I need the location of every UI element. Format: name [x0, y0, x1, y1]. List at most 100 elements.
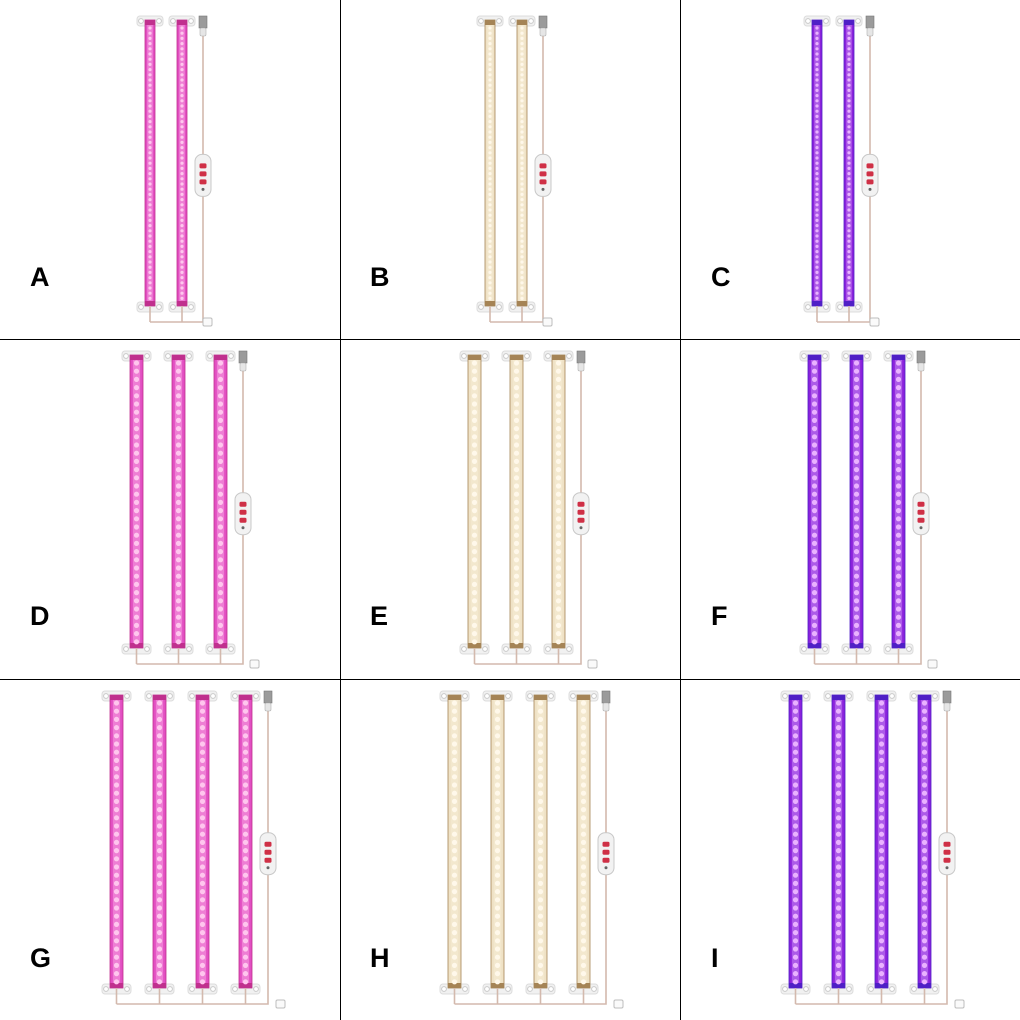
led-chip [494, 938, 501, 944]
led-chip [494, 774, 501, 780]
junction-connector [275, 999, 286, 1009]
led-chip [471, 631, 478, 637]
led-chip [148, 161, 152, 165]
led-chip [853, 590, 860, 596]
led-chip [853, 639, 860, 645]
led-chip [555, 508, 562, 514]
led-chip [537, 725, 544, 731]
usb-plug [942, 690, 952, 712]
led-chip [847, 281, 851, 285]
led-chip [815, 104, 819, 108]
led-chip [148, 83, 152, 87]
led-chip [148, 255, 152, 259]
led-chip [471, 360, 478, 366]
led-chip [217, 581, 224, 587]
led-chip [148, 224, 152, 228]
led-chip [156, 930, 163, 936]
led-chip [199, 848, 206, 854]
led-chip [520, 73, 524, 77]
led-chip [580, 823, 587, 829]
led-chip [113, 831, 120, 837]
led-chip [792, 930, 799, 936]
led-chip [580, 930, 587, 936]
led-chip [513, 458, 520, 464]
led-chip [580, 716, 587, 722]
led-chip [156, 946, 163, 952]
led-chip [847, 224, 851, 228]
led-chip [494, 700, 501, 706]
led-chip [520, 31, 524, 35]
led-chip [520, 120, 524, 124]
led-chip [815, 31, 819, 35]
led-chip [853, 417, 860, 423]
led-chip [242, 725, 249, 731]
led-chip [488, 47, 492, 51]
led-chip [148, 47, 152, 51]
led-chip [242, 913, 249, 919]
led-chip [835, 807, 842, 813]
led-chip [537, 839, 544, 845]
led-chip [520, 62, 524, 66]
led-chip [471, 393, 478, 399]
led-chip [217, 401, 224, 407]
led-chip [878, 700, 885, 706]
led-chip [811, 360, 818, 366]
led-chip [180, 146, 184, 150]
led-chip [555, 368, 562, 374]
led-chip [792, 757, 799, 763]
power-cable [473, 369, 582, 665]
led-chip [451, 872, 458, 878]
led-chip [555, 540, 562, 546]
led-chip [895, 581, 902, 587]
led-chip [520, 234, 524, 238]
led-chip [175, 631, 182, 637]
led-chip [853, 360, 860, 366]
led-chip [853, 368, 860, 374]
led-chip [835, 782, 842, 788]
led-chip [815, 296, 819, 300]
led-chip [520, 192, 524, 196]
led-chip [815, 151, 819, 155]
led-chip [815, 109, 819, 113]
led-chip [451, 807, 458, 813]
led-chip [847, 244, 851, 248]
led-chip [580, 880, 587, 886]
led-chip [180, 276, 184, 280]
led-chip [520, 172, 524, 176]
led-chip [133, 581, 140, 587]
led-chip [113, 790, 120, 796]
led-chip [242, 856, 249, 862]
led-chip [175, 417, 182, 423]
led-chip [513, 639, 520, 645]
led-chip [921, 815, 928, 821]
led-chip [148, 120, 152, 124]
led-chip [537, 774, 544, 780]
led-chip [494, 807, 501, 813]
led-grow-light-strip [909, 690, 940, 995]
led-chip [148, 192, 152, 196]
led-chip [217, 368, 224, 374]
led-chip [488, 198, 492, 202]
led-chip [471, 491, 478, 497]
led-chip [242, 962, 249, 968]
led-chip [555, 557, 562, 563]
led-chip [580, 864, 587, 870]
led-chip [217, 467, 224, 473]
led-chip [520, 151, 524, 155]
led-chip [537, 766, 544, 772]
led-chip [180, 234, 184, 238]
led-grow-light-strip [568, 690, 599, 995]
panel-c: C [681, 0, 1020, 339]
led-chip [199, 774, 206, 780]
led-chip [199, 930, 206, 936]
led-chip [921, 766, 928, 772]
led-chip [895, 467, 902, 473]
led-chip [895, 475, 902, 481]
led-grow-light-strip [121, 350, 152, 655]
led-chip [520, 265, 524, 269]
led-chip [537, 823, 544, 829]
led-chip [488, 140, 492, 144]
led-chip [847, 120, 851, 124]
led-chip [792, 856, 799, 862]
led-chip [494, 708, 501, 714]
